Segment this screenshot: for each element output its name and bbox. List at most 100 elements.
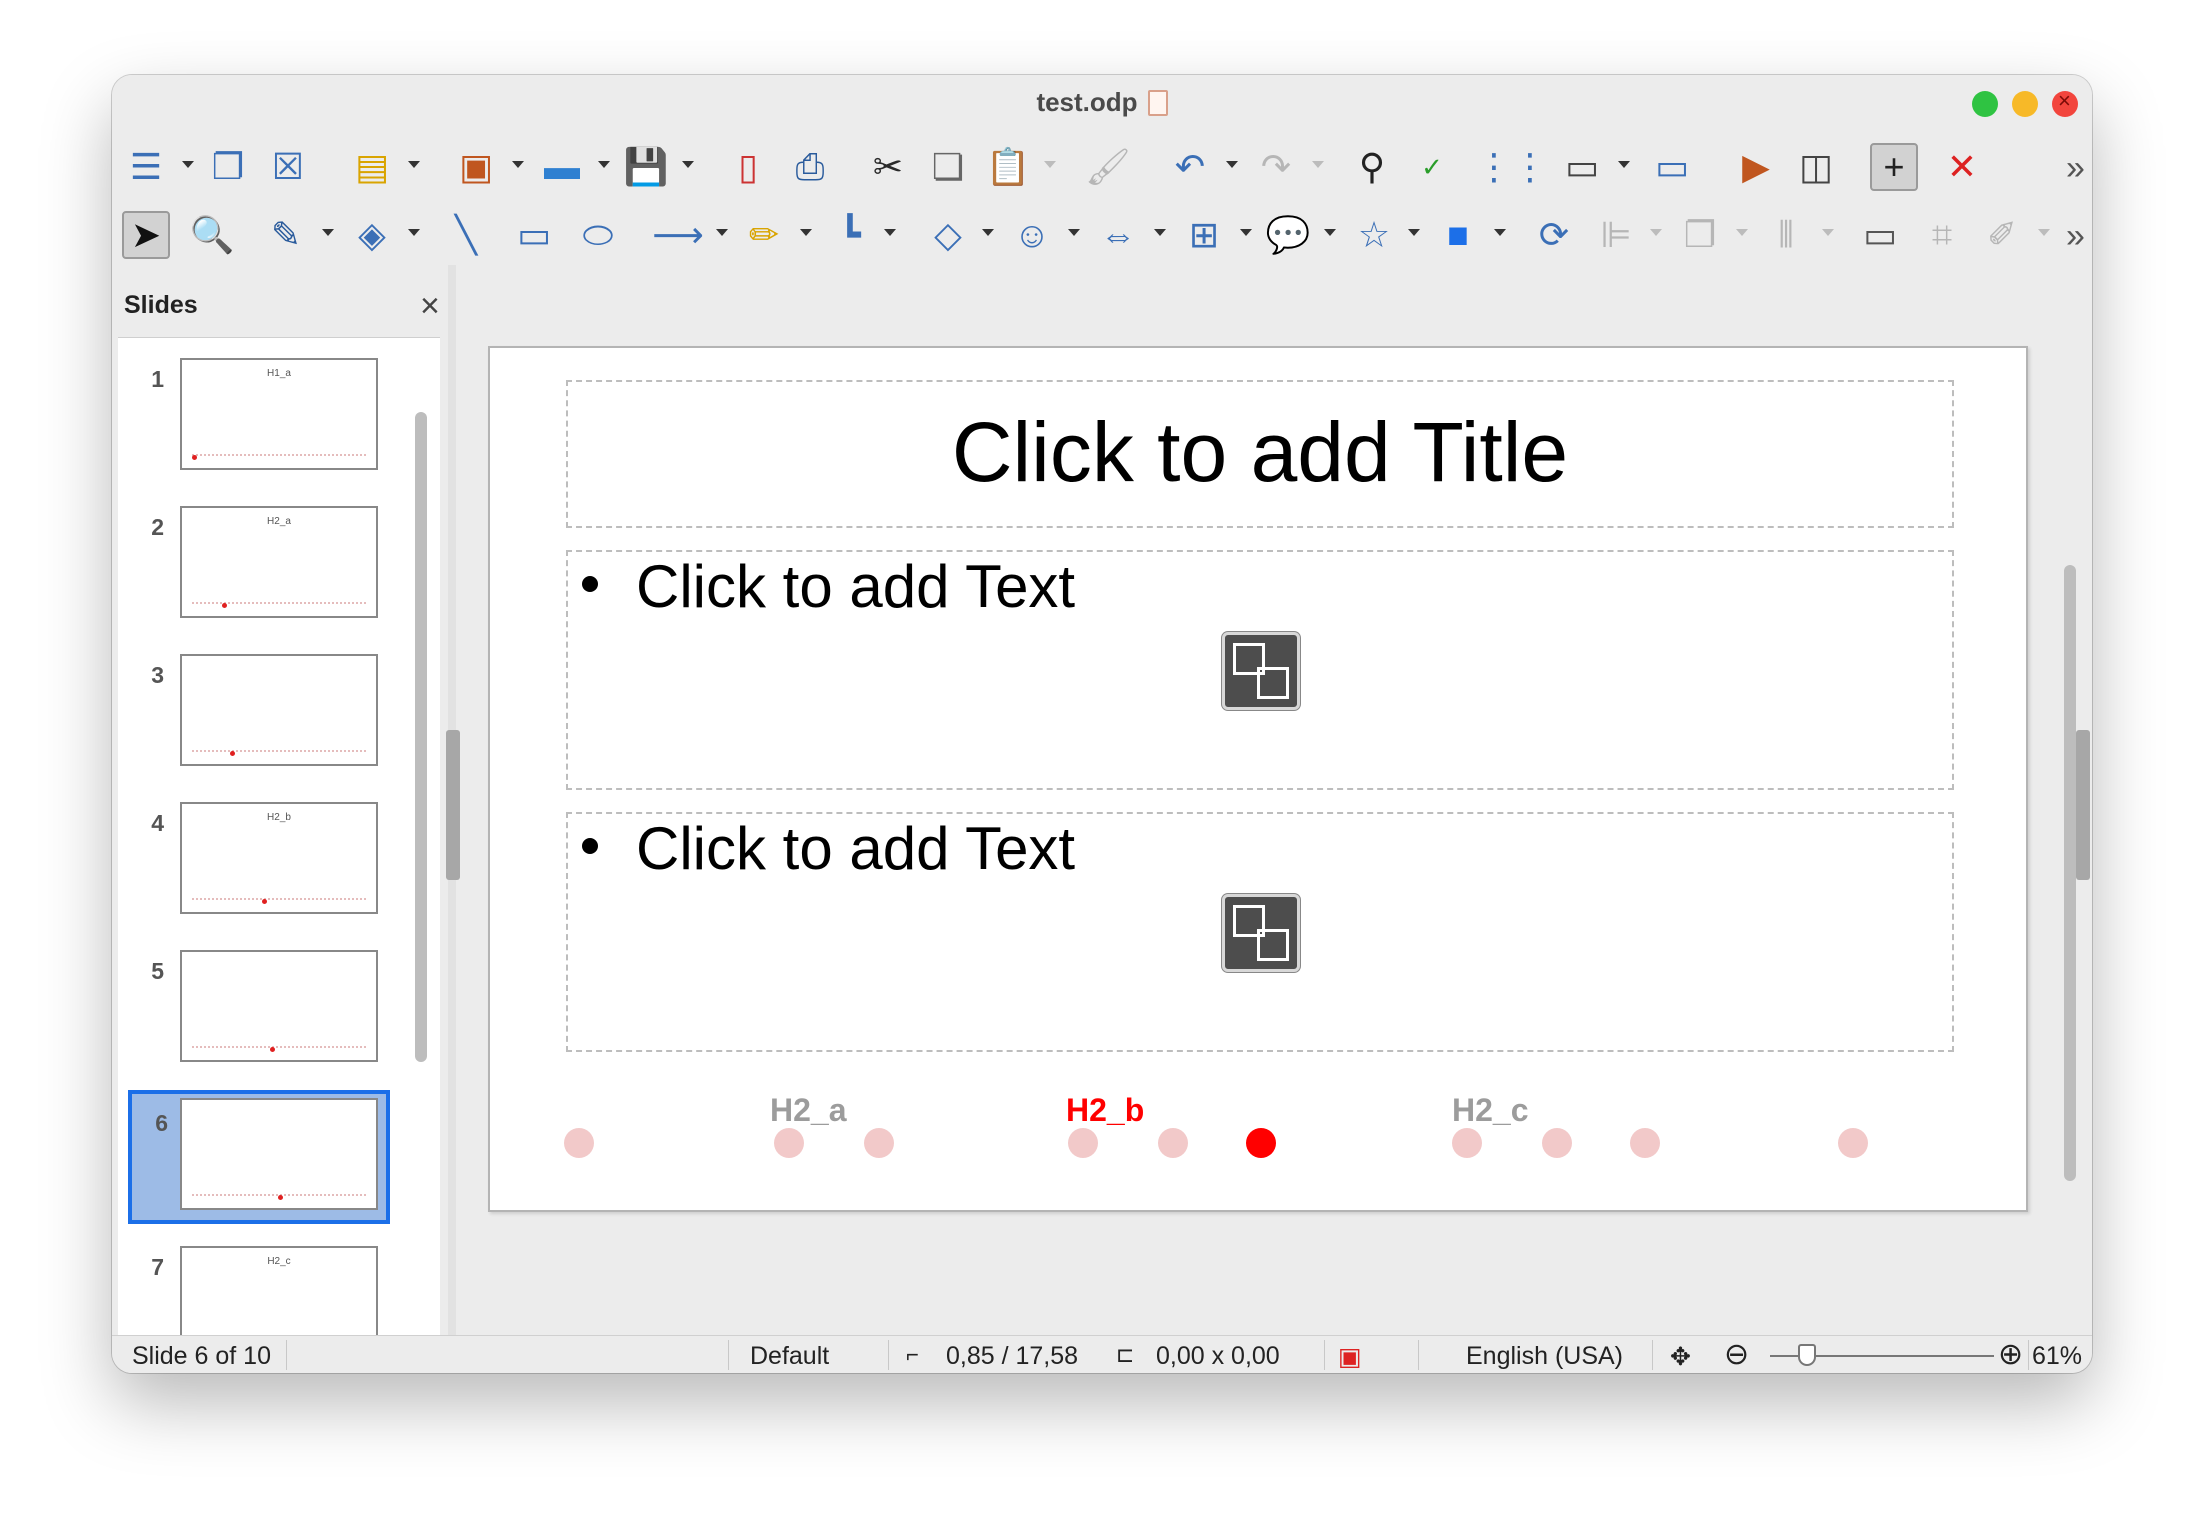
rotate-icon[interactable]: ⟳	[1538, 214, 1570, 255]
slide-canvas[interactable]: Click to add Title Click to add Text Cli…	[488, 346, 2028, 1212]
presentation-console-icon[interactable]: ◫	[1798, 146, 1833, 187]
zoom-in-icon[interactable]: ⊕	[1998, 1338, 2024, 1371]
fill-color-icon[interactable]: ◈	[358, 214, 386, 255]
more-drawing-items-icon[interactable]: »	[2066, 217, 2085, 255]
undo-icon[interactable]: ↶	[1174, 146, 1206, 187]
zoom-window-button[interactable]	[1972, 91, 1998, 117]
redo-icon[interactable]: ↷	[1260, 146, 1292, 187]
display-views-icon[interactable]: ▭	[1564, 146, 1599, 187]
nav-dot-current[interactable]	[1246, 1128, 1276, 1158]
select-icon[interactable]: ➤	[122, 211, 170, 259]
zoom-slider-thumb[interactable]	[1798, 1344, 1816, 1366]
save-dropdown[interactable]	[682, 161, 694, 168]
connector-dropdown[interactable]	[884, 229, 896, 236]
nav-dot[interactable]	[564, 1128, 594, 1158]
slide-thumbnail-3[interactable]: 3	[128, 646, 390, 780]
new-slide-icon[interactable]: ☰	[129, 146, 163, 187]
nav-label-h2c[interactable]: H2_c	[1452, 1092, 1529, 1128]
ellipse-icon[interactable]: ⬭	[582, 214, 614, 255]
3d-objects-dropdown[interactable]	[1494, 229, 1506, 236]
master-slide-name[interactable]: Default	[750, 1342, 830, 1370]
sidebar-expand-handle[interactable]	[2076, 730, 2090, 880]
arrange-icon[interactable]: ❐	[1683, 214, 1717, 255]
nav-dot[interactable]	[1068, 1128, 1098, 1158]
callout-dropdown[interactable]	[1324, 229, 1336, 236]
language-indicator[interactable]: English (USA)	[1466, 1342, 1623, 1370]
master-slides-icon[interactable]: ▣	[458, 146, 493, 187]
arrange-dropdown[interactable]	[1736, 229, 1748, 236]
slide-thumbnail-1[interactable]: 1 H1_a	[128, 350, 390, 484]
distribute-dropdown[interactable]	[1822, 229, 1834, 236]
rectangle-icon[interactable]: ▭	[516, 214, 551, 255]
grid-icon[interactable]: ⋮⋮	[1476, 146, 1548, 187]
open-icon[interactable]: ▬	[544, 146, 580, 187]
insert-content-icon[interactable]	[1222, 632, 1300, 710]
print-icon[interactable]: ⎙	[795, 146, 825, 187]
insert-content-icon[interactable]	[1222, 894, 1300, 972]
copy-icon[interactable]: ❏	[931, 146, 965, 187]
curves-dropdown[interactable]	[800, 229, 812, 236]
master-view-icon[interactable]: ▭	[1654, 146, 1689, 187]
slide-layout-icon[interactable]: ▤	[354, 146, 389, 187]
open-dropdown[interactable]	[598, 161, 610, 168]
nav-dot[interactable]	[1542, 1128, 1572, 1158]
title-placeholder[interactable]: Click to add Title	[566, 380, 1954, 528]
slide-thumbnail-2[interactable]: 2 H2_a	[128, 498, 390, 632]
filter-icon[interactable]: ✐	[1986, 214, 2018, 255]
redo-dropdown[interactable]	[1312, 161, 1324, 168]
add-slide-active-icon[interactable]: +	[1870, 143, 1918, 191]
align-icon[interactable]: ⊫	[1600, 214, 1632, 255]
basic-shapes-icon[interactable]: ◇	[934, 214, 962, 255]
zoom-slider-track[interactable]	[1770, 1355, 1994, 1357]
master-slides-dropdown[interactable]	[512, 161, 524, 168]
slide-thumbnail-6[interactable]: 6	[128, 1090, 390, 1224]
nav-dot[interactable]	[1838, 1128, 1868, 1158]
slide-thumbnail-4[interactable]: 4 H2_b	[128, 794, 390, 928]
spelling-icon[interactable]: ✓	[1421, 152, 1443, 182]
display-views-dropdown[interactable]	[1618, 161, 1630, 168]
shadow-icon[interactable]: ▭	[1862, 214, 1897, 255]
remove-slide-icon[interactable]: ✕	[1946, 146, 1978, 187]
content-placeholder-1[interactable]: Click to add Text	[566, 550, 1954, 790]
symbol-shapes-icon[interactable]: ☺	[1013, 214, 1051, 255]
line-color-dropdown[interactable]	[322, 229, 334, 236]
nav-label-h2b[interactable]: H2_b	[1066, 1092, 1145, 1128]
stars-dropdown[interactable]	[1408, 229, 1420, 236]
close-icon[interactable]: ×	[420, 287, 440, 325]
minimize-window-button[interactable]	[2012, 91, 2038, 117]
callout-icon[interactable]: 💬	[1265, 214, 1311, 255]
vertical-scrollbar[interactable]	[2064, 565, 2076, 1181]
3d-objects-icon[interactable]: ■	[1447, 214, 1469, 255]
more-toolbar-items-icon[interactable]: »	[2066, 149, 2085, 187]
crop-icon[interactable]: ⌗	[1931, 214, 1953, 255]
flowchart-icon[interactable]: ⊞	[1188, 214, 1220, 255]
slide-thumbnail-7[interactable]: 7 H2_c	[128, 1238, 390, 1339]
new-slide-dropdown[interactable]	[182, 161, 194, 168]
fit-slide-icon[interactable]: ✥	[1670, 1343, 1691, 1371]
undo-dropdown[interactable]	[1226, 161, 1238, 168]
nav-dot[interactable]	[1452, 1128, 1482, 1158]
block-arrows-dropdown[interactable]	[1154, 229, 1166, 236]
nav-label-h2a[interactable]: H2_a	[770, 1092, 847, 1128]
collapse-panel-handle[interactable]	[446, 730, 460, 880]
zoom-out-icon[interactable]: ⊖	[1724, 1338, 1750, 1371]
document-modified-icon[interactable]: ▣	[1338, 1343, 1362, 1371]
duplicate-slide-icon[interactable]: ❐	[211, 146, 245, 187]
block-arrows-icon[interactable]: ⇔	[1100, 214, 1136, 255]
nav-dot[interactable]	[864, 1128, 894, 1158]
filter-dropdown[interactable]	[2038, 229, 2050, 236]
paste-dropdown[interactable]	[1044, 161, 1056, 168]
fill-color-dropdown[interactable]	[408, 229, 420, 236]
curves-icon[interactable]: ✏	[748, 214, 780, 255]
basic-shapes-dropdown[interactable]	[982, 229, 994, 236]
content-placeholder-2[interactable]: Click to add Text	[566, 812, 1954, 1052]
distribute-icon[interactable]: ⦀	[1778, 214, 1794, 255]
arrow-line-dropdown[interactable]	[716, 229, 728, 236]
slides-panel-scrollbar[interactable]	[415, 412, 427, 1062]
symbol-shapes-dropdown[interactable]	[1068, 229, 1080, 236]
cut-icon[interactable]: ✂	[872, 146, 904, 187]
nav-dot[interactable]	[1630, 1128, 1660, 1158]
align-dropdown[interactable]	[1650, 229, 1662, 236]
export-pdf-icon[interactable]: ▯	[738, 146, 758, 187]
flowchart-dropdown[interactable]	[1240, 229, 1252, 236]
